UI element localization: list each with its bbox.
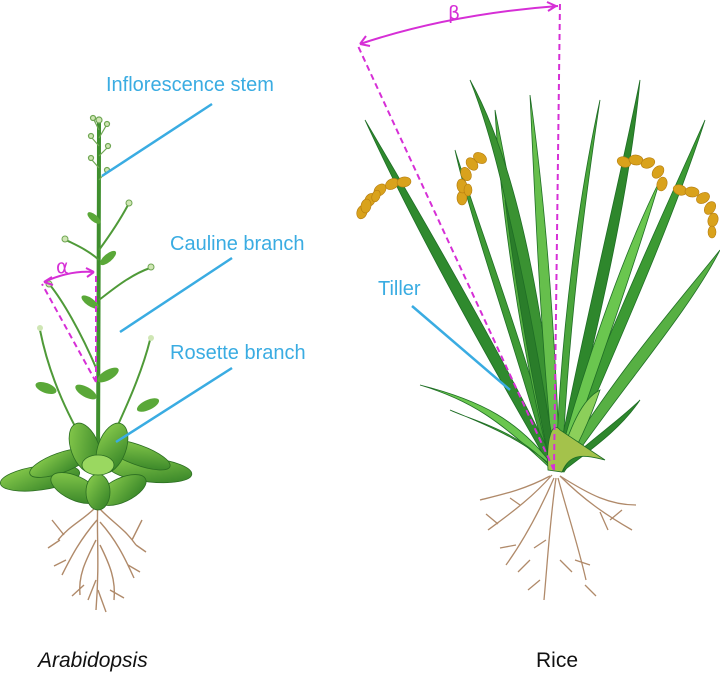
rice-panicles bbox=[356, 152, 719, 239]
arabidopsis-caption: Arabidopsis bbox=[38, 649, 148, 672]
rosette-branch-label: Rosette branch bbox=[170, 342, 306, 364]
rosette-leaves bbox=[0, 422, 193, 511]
panicle-middle bbox=[456, 152, 487, 206]
panicle-right bbox=[672, 184, 719, 239]
rice-roots bbox=[479, 474, 637, 601]
inflorescence-stem-label: Inflorescence stem bbox=[106, 74, 274, 96]
rice-leaf-blades bbox=[364, 79, 720, 473]
alpha-angle-marker bbox=[41, 267, 97, 383]
cauline-branches bbox=[49, 204, 151, 371]
beta-angle-marker bbox=[357, 0, 561, 471]
tiller-leader-line bbox=[411, 305, 511, 391]
arabidopsis-leader-lines bbox=[101, 102, 233, 444]
inflorescence-stem-shape bbox=[96, 121, 101, 471]
cauline-leaves bbox=[75, 212, 119, 400]
rosette-branch-leaves bbox=[35, 325, 160, 412]
alpha-angle-label: α bbox=[56, 256, 69, 278]
arabidopsis-plant bbox=[0, 102, 233, 613]
rice-plant bbox=[356, 0, 720, 601]
rice-caption: Rice bbox=[536, 649, 579, 672]
cauline-branch-tips bbox=[45, 199, 155, 288]
arabidopsis-roots bbox=[47, 499, 147, 613]
cauline-branch-label: Cauline branch bbox=[170, 233, 305, 255]
panicle-left bbox=[356, 176, 412, 220]
tiller-label: Tiller bbox=[378, 278, 421, 300]
panicle-right-top bbox=[616, 154, 668, 192]
beta-angle-label: β bbox=[448, 2, 461, 24]
stem-flower-cluster bbox=[87, 114, 112, 181]
